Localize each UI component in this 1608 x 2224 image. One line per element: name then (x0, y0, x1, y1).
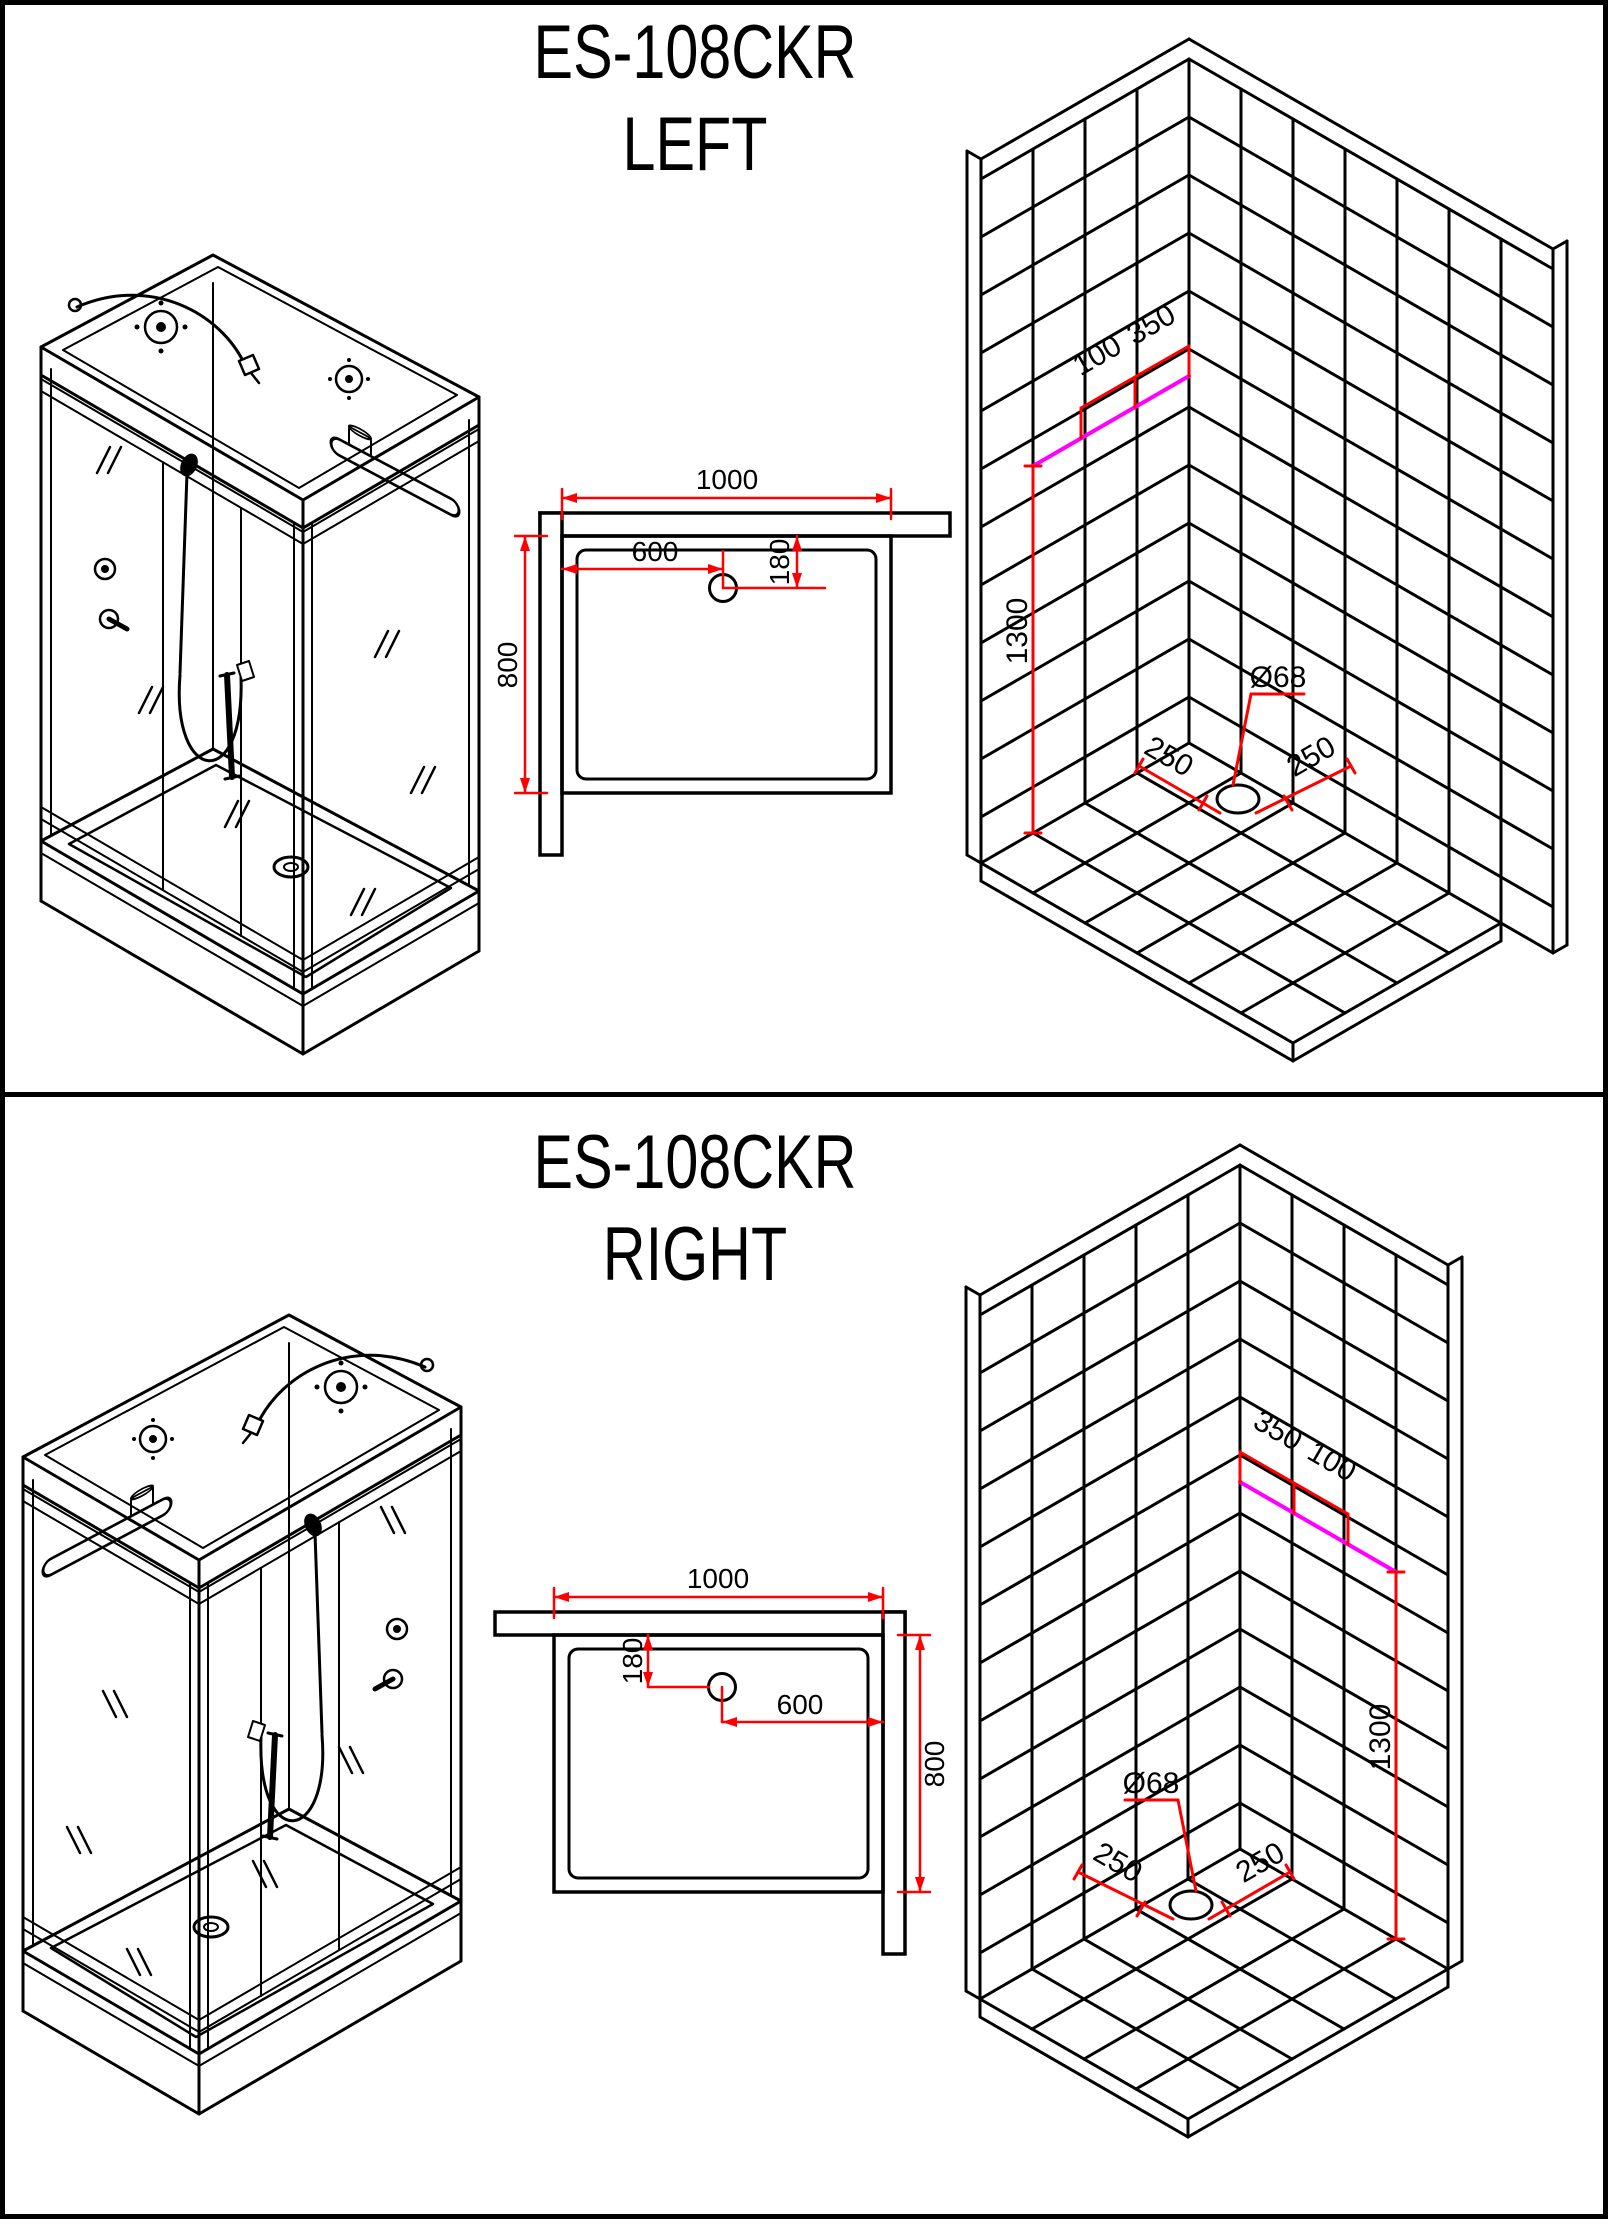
cabin-isometric-drawing-left (39, 253, 481, 1056)
plan-drain-y-label: 180 (617, 1638, 648, 1685)
corner-drain-dia-label: Ø68 (1250, 661, 1307, 694)
plan-depth-label: 800 (919, 1741, 950, 1788)
plan-width-label: 1000 (687, 1563, 749, 1594)
corner-height-label: 1300 (1364, 1704, 1397, 1771)
corner-drain-dia-label: Ø68 (1123, 1767, 1180, 1800)
plan-depth-label: 800 (492, 642, 523, 689)
corner-pipe-offset-label: 100 (1302, 1435, 1362, 1489)
plan-view-left: 1000 800 600 180 (492, 464, 952, 857)
corner-pipe-offset-label: 100 (1067, 329, 1127, 383)
plan-drain-x-label: 600 (632, 536, 679, 567)
plan-view-right: 1000 800 600 180 (493, 1563, 950, 1956)
corner-height-label: 1300 (1001, 598, 1034, 665)
orientation-label: LEFT (622, 102, 768, 187)
plan-width-label: 1000 (696, 464, 758, 495)
cabin-isometric-drawing-right (21, 1313, 463, 2116)
corner-pipe-span-label: 350 (1248, 1404, 1308, 1458)
plan-drain-y-label: 180 (764, 539, 795, 586)
corner-pipe-span-label: 350 (1121, 298, 1181, 352)
model-title: ES-108CKR (533, 1120, 857, 1205)
model-title: ES-108CKR (533, 10, 857, 95)
plan-drain-x-label: 600 (777, 1689, 824, 1720)
orientation-label: RIGHT (602, 1212, 788, 1297)
